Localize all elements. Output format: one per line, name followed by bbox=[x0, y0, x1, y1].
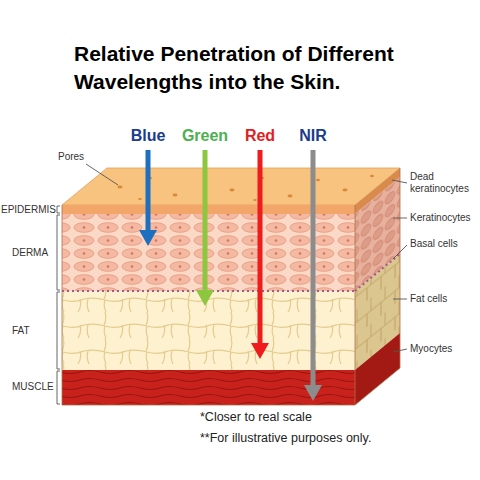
part-label: Keratinocytes bbox=[410, 212, 478, 224]
pore-dots bbox=[118, 174, 375, 201]
skin-surface bbox=[62, 168, 400, 205]
part-label: Dead keratinocytes bbox=[410, 171, 478, 195]
note-text: **For illustrative purposes only. bbox=[200, 431, 470, 446]
block-outline bbox=[62, 168, 400, 405]
part-label: Fat cells bbox=[410, 293, 478, 305]
wavelength-label: Green bbox=[170, 126, 240, 145]
part-label: Pores bbox=[58, 151, 98, 163]
diagram-title: Relative Penetration of Different Wavele… bbox=[74, 40, 446, 97]
wavelength-label: Red bbox=[225, 126, 295, 145]
wavelength-label: Blue bbox=[113, 126, 183, 145]
blue-arrow bbox=[146, 150, 151, 232]
note-text: *Closer to real scale bbox=[200, 410, 470, 425]
basal-line-side bbox=[355, 254, 400, 291]
nir-arrowhead bbox=[304, 385, 322, 401]
layer-label: FAT bbox=[12, 325, 56, 337]
red-arrow bbox=[258, 150, 263, 345]
layer-label: DERMA bbox=[12, 247, 56, 259]
blue-arrowhead bbox=[139, 230, 157, 246]
nir-arrow bbox=[311, 150, 316, 387]
block-edge bbox=[355, 205, 356, 405]
green-arrow bbox=[203, 150, 208, 292]
wavelength-label: NIR bbox=[278, 126, 348, 145]
layer-brackets bbox=[57, 206, 60, 404]
green-arrowhead bbox=[196, 290, 214, 306]
penetration-arrows bbox=[139, 150, 322, 401]
muscle-side bbox=[355, 333, 400, 405]
red-arrowhead bbox=[251, 343, 269, 359]
layer-label: EPIDERMIS bbox=[1, 204, 56, 216]
leader-lines bbox=[86, 164, 407, 352]
part-label: Myocytes bbox=[410, 343, 478, 355]
layer-label: MUSCLE bbox=[12, 381, 56, 393]
part-label: Basal cells bbox=[410, 238, 478, 250]
